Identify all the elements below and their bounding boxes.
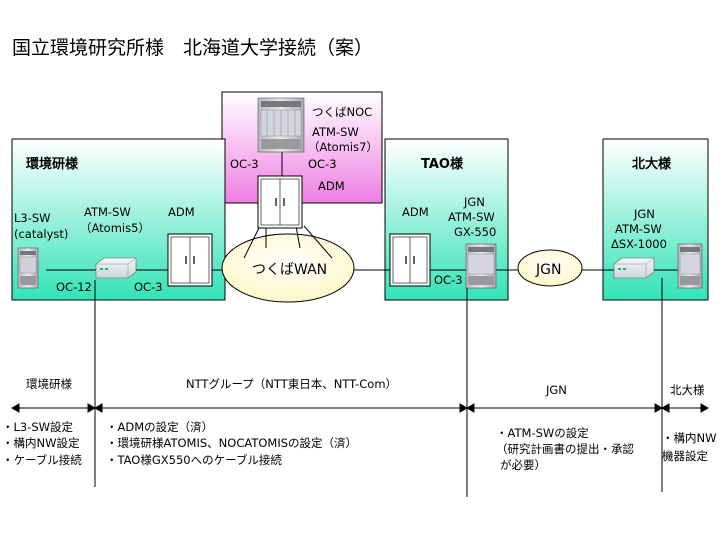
noc-adm-cabinet-icon — [257, 175, 303, 229]
kankyo-oc12-label: OC-12 — [56, 280, 92, 294]
noc-atmsw-rack-icon — [257, 97, 305, 153]
column-label-jgn: JGN — [545, 383, 567, 397]
kankyo-l3sw-sub-label: (catalyst) — [14, 227, 68, 241]
tao-oc3-label: OC-3 — [434, 273, 463, 287]
tao-model-label: GX-550 — [454, 225, 496, 239]
tao-adm-label: ADM — [402, 205, 429, 219]
column-label-ntt: NTTグループ（NTT東日本、NTT-Com） — [186, 377, 397, 391]
arrowhead-right-kankyo — [87, 403, 97, 413]
tao-atmsw-label: ATM-SW — [448, 210, 495, 224]
arrowhead-right-jgn — [654, 403, 664, 413]
jgn-task-item: が必要） — [500, 458, 546, 472]
kankyo-atmsw-label: ATM-SW — [84, 205, 131, 219]
noc-oc3-left-label: OC-3 — [230, 157, 259, 171]
kankyo-site-name: 環境研様 — [26, 156, 79, 172]
noc-atmsw-label: ATM-SW — [312, 125, 359, 139]
kankyo-adm-cabinet-icon — [167, 233, 213, 287]
kankyo-adm-label: ADM — [168, 205, 195, 219]
hokudai-jgn-label: JGN — [633, 207, 655, 221]
arrowhead-left-hokudai — [660, 403, 670, 413]
tao-atmsw-rack-icon — [465, 243, 497, 289]
arrowhead-right-hokudai — [700, 403, 710, 413]
ntt-task-item: ・ADMの設定（済） — [106, 420, 213, 434]
arrowhead-left-ntt — [93, 403, 103, 413]
link-noc-wan-1 — [243, 225, 261, 259]
kankyo-task-item: ・ケーブル接続 — [2, 453, 82, 467]
kankyo-task-item: ・L3-SW設定 — [2, 420, 74, 434]
kankyo-l3sw-label: L3-SW — [14, 211, 51, 225]
hokudai-atmsw-switch-icon — [613, 257, 655, 279]
arrowhead-left-kankyo — [10, 403, 20, 413]
kankyo-task-item: ・構内NW設定 — [2, 436, 80, 450]
tao-site-name: TAO様 — [421, 156, 464, 172]
ntt-task-item: ・TAO様GX550へのケーブル接続 — [106, 453, 282, 467]
noc-atmsw-sub-label: （Atomis7） — [308, 140, 378, 154]
jgn-task-item: （研究計画書の提出・承認 — [496, 442, 634, 456]
ntt-task-item: ・環境研様ATOMIS、NOCATOMISの設定（済） — [106, 436, 357, 450]
hokudai-atmsw-label: ATM-SW — [615, 222, 662, 236]
hokudai-task-item: 機器設定 — [662, 449, 708, 463]
kankyo-l3sw-rack-icon — [17, 247, 39, 289]
noc-oc3-right-label: OC-3 — [308, 157, 337, 171]
arrowhead-left-jgn — [465, 403, 475, 413]
jgn-task-item: ・ATM-SWの設定 — [496, 426, 589, 440]
tao-adm-cabinet-icon — [389, 233, 431, 287]
scope-arrows — [10, 403, 710, 413]
tsukuba-wan-label: つくばWAN — [252, 262, 327, 278]
noc-adm-label: ADM — [318, 179, 345, 193]
hokudai-model-label: ΔSX-1000 — [611, 237, 667, 251]
hokudai-task-item: ・構内NW — [662, 431, 716, 445]
hokudai-rack-icon — [677, 243, 703, 289]
arrowhead-right-ntt — [459, 403, 469, 413]
kankyo-atmsw-switch-icon — [95, 257, 137, 279]
noc-site-name: つくばNOC — [312, 105, 372, 119]
kankyo-atmsw-sub-label: （Atomis5） — [80, 221, 150, 235]
jgn-cloud — [517, 249, 583, 287]
hokudai-site-name: 北大様 — [632, 156, 672, 172]
link-noc-wan-4 — [303, 225, 333, 259]
jgn-cloud-label: JGN — [535, 262, 561, 278]
link-noc-wan-3 — [295, 225, 301, 249]
tao-jgn-label: JGN — [463, 195, 485, 209]
column-label-hokudai: 北大様 — [670, 383, 705, 397]
tsukuba-wan-cloud — [221, 233, 355, 303]
column-label-kankyo: 環境研様 — [26, 377, 72, 391]
kankyo-oc3-label: OC-3 — [134, 280, 163, 294]
page-title: 国立環境研究所様 北海道大学接続（案） — [12, 37, 373, 59]
column-separators — [94, 278, 663, 497]
